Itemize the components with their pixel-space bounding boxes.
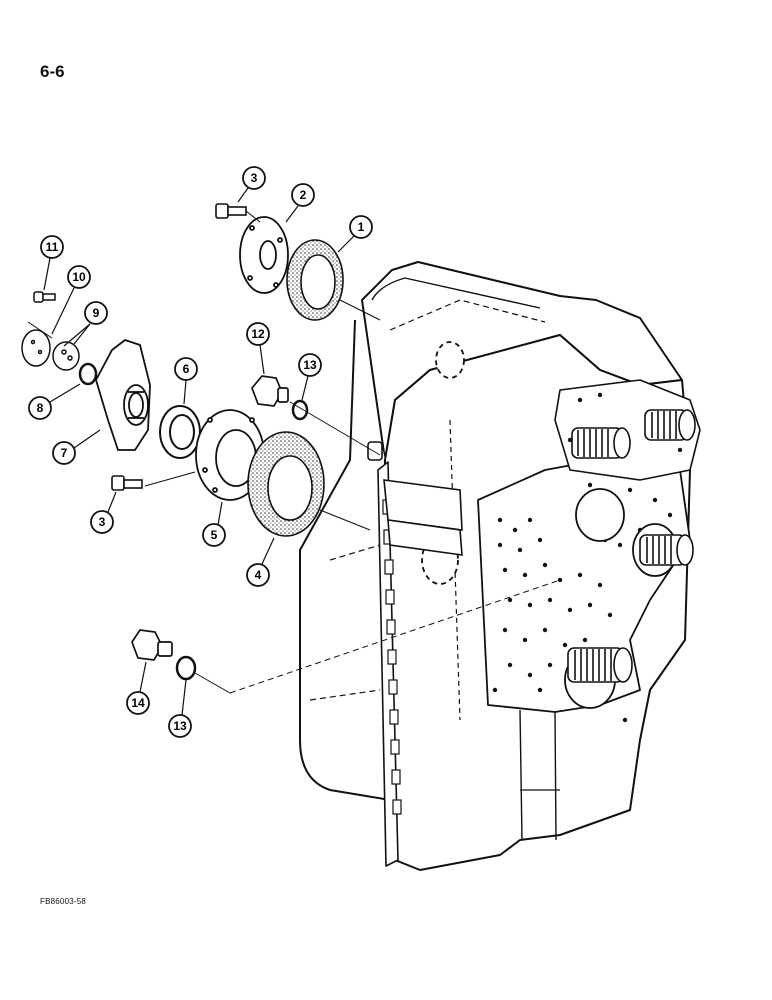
- callout-label: 2: [300, 188, 307, 202]
- part-bearing-retainer: [195, 409, 265, 501]
- callout-3-upper: 3: [237, 166, 266, 203]
- figure-code: FB86003-58: [40, 897, 87, 906]
- callout-label: 7: [61, 446, 68, 460]
- assembly-lines: [27, 210, 561, 694]
- output-shaft-middle-right: [639, 534, 694, 566]
- output-shaft-lower: [567, 647, 633, 683]
- callout-label: 12: [251, 327, 265, 341]
- part-gasket-lower: [247, 431, 325, 537]
- callout-label: 13: [303, 358, 317, 372]
- callout-label: 10: [72, 270, 86, 284]
- callout-label: 14: [131, 696, 145, 710]
- callout-12: 12: [246, 322, 270, 375]
- callout-label: 4: [255, 568, 262, 582]
- part-locking-plate: [52, 341, 80, 371]
- callout-label: 6: [183, 362, 190, 376]
- part-o-ring-small: [78, 362, 98, 386]
- callout-10: 10: [51, 265, 91, 335]
- output-shaft-upper-right: [644, 409, 696, 441]
- callout-4: 4: [246, 537, 275, 587]
- part-cover-plate: [239, 216, 289, 294]
- callout-1: 1: [337, 215, 373, 253]
- callout-5: 5: [202, 501, 226, 547]
- callout-label: 5: [211, 528, 218, 542]
- part-plug-upper: [251, 375, 289, 407]
- part-bolt-small: [33, 291, 56, 303]
- part-seal: [159, 405, 201, 459]
- part-o-ring-upper: [291, 399, 309, 421]
- callout-3-lower: 3: [90, 491, 117, 534]
- part-washer-plate: [21, 329, 51, 367]
- callout-label: 9: [93, 306, 100, 320]
- callout-label: 1: [358, 220, 365, 234]
- callout-label: 11: [46, 240, 59, 254]
- callout-13-lower: 13: [168, 679, 192, 738]
- callout-7: 7: [52, 429, 101, 465]
- callout-6: 6: [174, 357, 198, 405]
- part-gasket-upper: [286, 239, 344, 321]
- callout-2: 2: [285, 183, 315, 223]
- callout-label: 3: [251, 171, 258, 185]
- page-number: 6-6: [40, 62, 65, 81]
- part-bolt-lower: [111, 475, 143, 491]
- callout-11: 11: [40, 235, 64, 291]
- callout-label: 8: [37, 401, 44, 415]
- housing-side-bracket: [367, 441, 463, 556]
- callout-8: 8: [28, 383, 81, 420]
- callout-label: 13: [173, 719, 187, 733]
- callout-9: 9: [63, 301, 108, 347]
- part-bolt-upper: [215, 203, 247, 219]
- callout-13-upper: 13: [298, 353, 322, 401]
- output-shaft-upper-left: [571, 427, 631, 459]
- part-yoke-flange: [95, 338, 151, 451]
- part-o-ring-lower: [175, 655, 197, 681]
- callout-14: 14: [126, 661, 150, 715]
- callout-label: 3: [99, 515, 106, 529]
- splined-output-shafts: [567, 409, 696, 683]
- part-plug-lower: [131, 629, 173, 661]
